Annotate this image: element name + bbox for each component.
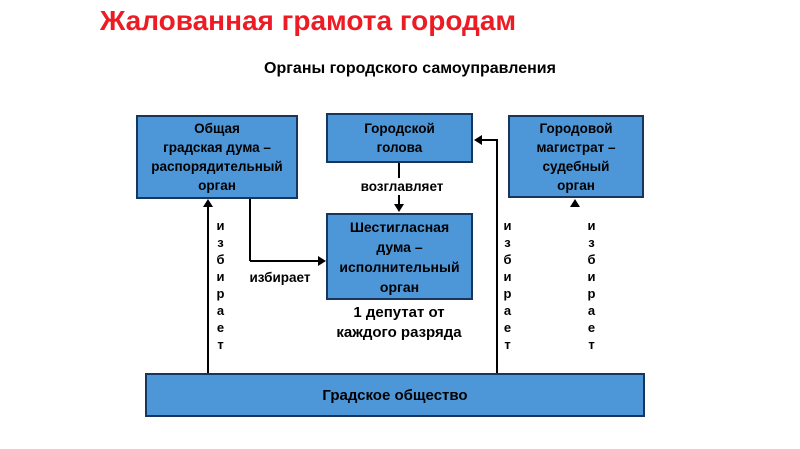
line-society-to-city-head-horizontal xyxy=(482,139,498,141)
slide-title: Жалованная грамота городам xyxy=(100,5,517,36)
label-elects-horizontal: избирает xyxy=(249,270,311,285)
box-city-magistrate: Городовой магистрат – судебный орган xyxy=(508,115,644,198)
arrowhead-up-into-general-duma-icon xyxy=(203,199,213,207)
box-city-society-label: Градское общество xyxy=(322,386,468,404)
box-six-voice-duma-label: Шестигласная дума – исполнительный орган xyxy=(339,218,460,295)
line-general-duma-to-six-voice-vertical xyxy=(249,199,251,261)
box-city-magistrate-label: Городовой магистрат – судебный орган xyxy=(536,120,616,193)
label-elects-vertical-left: избирает xyxy=(216,218,225,352)
box-city-head-label: Городской голова xyxy=(364,121,435,155)
label-one-deputy-note: 1 депутат от каждого разряда xyxy=(336,304,462,341)
label-elects-vertical-middle: избирает xyxy=(503,218,512,352)
box-general-city-duma-label: Общая градская дума – распорядительный о… xyxy=(151,121,283,193)
arrowhead-right-into-six-voice-duma-icon xyxy=(318,256,326,266)
box-city-head: Городской голова xyxy=(326,113,473,163)
line-society-to-city-head-vertical xyxy=(496,139,498,373)
box-six-voice-duma: Шестигласная дума – исполнительный орган xyxy=(326,213,473,300)
line-general-duma-to-six-voice-horizontal xyxy=(250,260,320,262)
arrowhead-down-into-six-voice-duma-icon xyxy=(394,204,404,212)
box-general-city-duma: Общая градская дума – распорядительный о… xyxy=(136,115,298,199)
diagram-subtitle: Органы городского самоуправления xyxy=(264,60,556,77)
label-heads: возглавляет xyxy=(352,178,452,195)
arrowhead-up-into-magistrate-icon xyxy=(570,199,580,207)
label-elects-vertical-right: избирает xyxy=(587,218,596,352)
arrowhead-left-into-city-head-icon xyxy=(474,135,482,145)
line-society-to-general-duma xyxy=(207,205,209,373)
box-city-society: Градское общество xyxy=(145,373,645,417)
